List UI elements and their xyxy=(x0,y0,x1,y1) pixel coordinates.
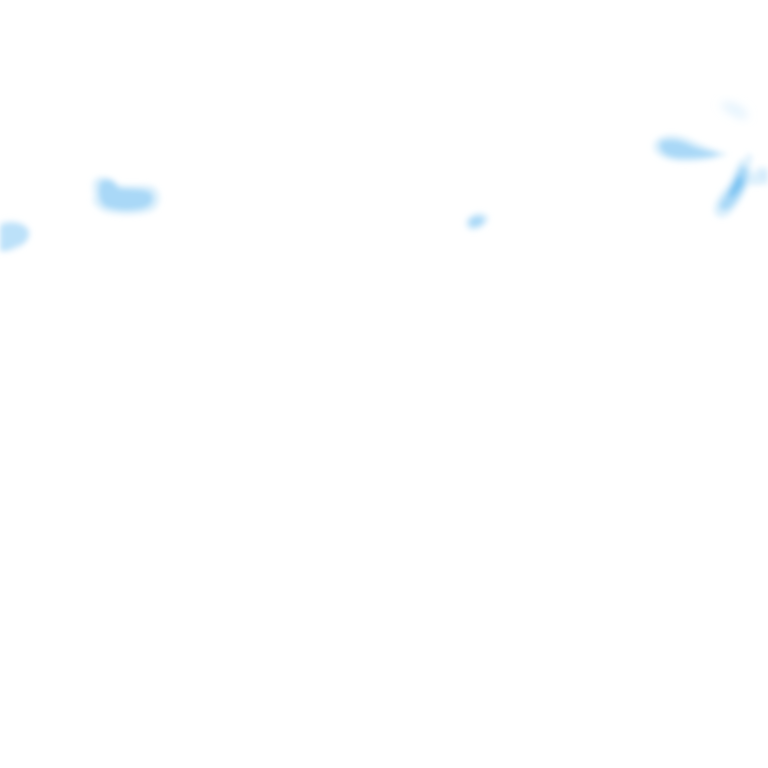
precip-band-east xyxy=(653,134,728,162)
precip-cell-west xyxy=(92,176,160,215)
precip-cell-west-edge xyxy=(0,220,31,252)
precip-streak-northeast xyxy=(720,102,748,119)
precip-cell-central xyxy=(465,212,489,231)
precip-cell-east xyxy=(714,153,768,218)
